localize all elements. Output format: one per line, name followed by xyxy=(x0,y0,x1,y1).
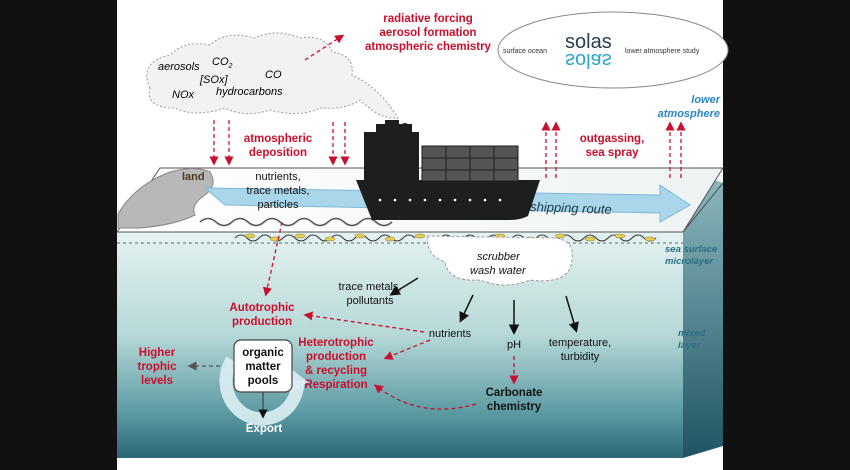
ocean-box-front xyxy=(117,232,683,458)
land-label: land xyxy=(182,171,205,183)
heterotrophic-line-1: Heterotrophic xyxy=(298,337,374,349)
solas-brand: solas xyxy=(565,31,612,53)
higher-trophic-line-2: trophic xyxy=(138,361,178,373)
scrubber-label-2: wash water xyxy=(470,265,527,277)
solas-brand-mirror: solas xyxy=(565,49,612,71)
emission-sox: [SOx] xyxy=(199,74,228,86)
inputs-arrow xyxy=(262,221,283,297)
recycling-loop-head xyxy=(290,368,308,394)
emission-co2-subscript: 2 xyxy=(228,63,233,70)
layer-microlayer-2: microlayer xyxy=(665,256,714,267)
carbonate-line-1: Carbonate xyxy=(486,387,543,399)
land-mass xyxy=(117,168,214,229)
trace-metals-line-2: pollutants xyxy=(346,295,394,307)
carbonate-line-2: chemistry xyxy=(487,401,542,413)
autotrophic-line-2: production xyxy=(232,316,292,328)
layer-mixed-1: mixed xyxy=(678,328,706,339)
impacts-line-2: aerosol formation xyxy=(379,27,476,39)
lower-atmosphere-line-2: atmosphere xyxy=(658,108,720,120)
impacts-line-3: atmospheric chemistry xyxy=(365,41,492,53)
solas-right-text: lower atmosphere study xyxy=(625,48,700,55)
scrubber-effect-arrows xyxy=(389,277,579,335)
emission-co: CO xyxy=(265,69,282,81)
organic-matter-line-1: organic xyxy=(242,347,284,359)
inputs-line-2: trace metals, xyxy=(247,185,310,197)
scrubber-plume xyxy=(427,235,573,286)
heterotrophic-line-2: production xyxy=(306,351,366,363)
ship xyxy=(356,120,540,220)
recycling-loop xyxy=(219,356,305,426)
higher-trophic-line-3: levels xyxy=(141,375,173,387)
outgassing-arrows-right xyxy=(665,121,686,178)
outgassing-arrows-left xyxy=(541,121,561,178)
solas-left-text: surface ocean xyxy=(503,48,547,55)
deposition-line-1: atmospheric xyxy=(244,133,313,145)
coast-waves xyxy=(199,217,393,227)
lower-atmosphere-line-1: lower xyxy=(691,94,720,106)
outgassing-line-1: outgassing, xyxy=(580,133,645,145)
solas-logo-oval xyxy=(497,11,729,89)
heterotrophic-line-3: & recycling xyxy=(305,365,367,377)
ocean-process-arrows xyxy=(303,311,519,410)
ocean-box-side xyxy=(683,168,723,458)
scrubber-label-1: scrubber xyxy=(477,251,521,263)
emissions-cloud xyxy=(146,32,399,119)
impacts-line-1: radiative forcing xyxy=(383,13,472,25)
export-label: Export xyxy=(246,423,283,435)
organic-matter-line-3: pools xyxy=(248,375,279,387)
emission-co2-text: CO xyxy=(212,56,229,68)
ph-label: pH xyxy=(507,339,521,351)
heterotrophic-line-4: Respiration xyxy=(304,379,367,391)
layer-microlayer-1: sea surface xyxy=(665,244,718,255)
deposition-line-2: deposition xyxy=(249,147,307,159)
temperature-line-2: turbidity xyxy=(561,351,600,363)
organic-matter-line-2: matter xyxy=(245,361,281,373)
deposition-arrows-left xyxy=(209,120,234,166)
emission-aerosols: aerosols xyxy=(158,61,200,73)
nutrients-label: nutrients xyxy=(429,328,472,340)
shipping-route-label: shipping route xyxy=(530,199,612,217)
outgassing-line-2: sea spray xyxy=(585,147,639,159)
trace-metals-line-1: trace metals, xyxy=(339,281,402,293)
layer-mixed-2: layer xyxy=(678,340,701,351)
emission-nox: NOx xyxy=(172,89,195,101)
inputs-line-1: nutrients, xyxy=(255,171,300,183)
emission-co2: CO2 xyxy=(212,56,233,70)
autotrophic-line-1: Autotrophic xyxy=(229,302,295,314)
higher-trophic-line-1: Higher xyxy=(139,347,176,359)
temperature-line-1: temperature, xyxy=(549,337,611,349)
emission-hydrocarbons: hydrocarbons xyxy=(216,86,283,98)
inputs-line-3: particles xyxy=(258,199,299,211)
impacts-arrow xyxy=(304,34,345,61)
